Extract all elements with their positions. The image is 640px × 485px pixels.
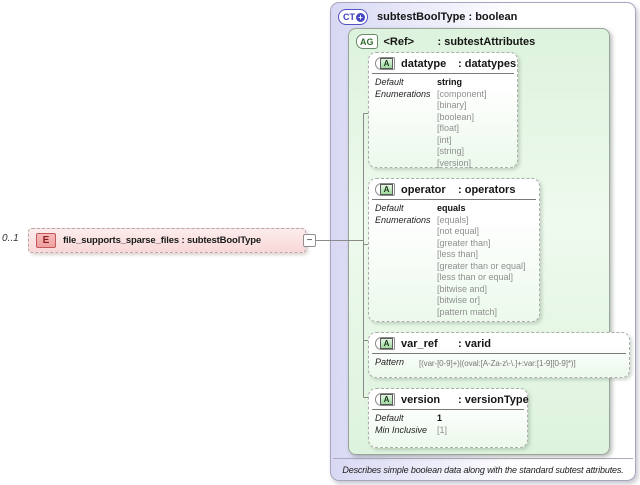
- facet-value: [string]: [437, 146, 465, 156]
- header-divider: [372, 353, 626, 354]
- attribute-node-var-ref[interactable]: A var_ref : varid Pattern [(var-[0-9]+)|(…: [368, 332, 630, 378]
- facet-table: Default string Enumerations [component] [b…: [369, 76, 517, 169]
- facet-row: Min Inclusive [1]: [375, 425, 523, 437]
- facet-value: 1: [437, 413, 443, 423]
- facet-row: [boolean]: [375, 112, 513, 124]
- facet-label: Default: [375, 413, 404, 423]
- attribute-header: A operator : operators: [369, 179, 539, 198]
- facet-row: Default 1: [375, 413, 523, 425]
- attributegroup-name: <Ref>: [383, 35, 415, 48]
- facet-label: Enumerations: [375, 88, 431, 99]
- element-node-file-supports-sparse-files[interactable]: E file_supports_sparse_files : subtestBo…: [28, 228, 306, 253]
- facet-row: [greater than or equal]: [375, 261, 535, 273]
- facet-row: [binary]: [375, 100, 513, 112]
- facet-value: [not equal]: [437, 226, 480, 236]
- facet-row: [less than or equal]: [375, 272, 535, 284]
- facet-label: Default: [375, 203, 404, 213]
- element-label: file_supports_sparse_files : subtestBool…: [63, 235, 262, 246]
- facet-row: Default equals: [375, 203, 535, 215]
- header-divider: [372, 73, 514, 74]
- attribute-name: datatype: [401, 57, 447, 70]
- occurrence-label: 0..1: [2, 233, 19, 244]
- attribute-node-operator[interactable]: A operator : operators Default equals Enu…: [368, 178, 540, 322]
- complextype-title: subtestBoolType : boolean: [377, 11, 518, 23]
- facet-value: [binary]: [437, 100, 467, 110]
- facet-value: [(var-[0-9]+)|(oval:[A-Za-z\-\.]+:var:[1…: [419, 359, 576, 368]
- facet-value: [greater than]: [437, 237, 491, 248]
- facet-table: Default equals Enumerations [equals] [not …: [369, 202, 539, 318]
- facet-value: [pattern match]: [437, 306, 498, 317]
- attribute-header: A var_ref : varid: [369, 333, 629, 352]
- attribute-badge: A: [375, 183, 395, 196]
- collapse-toggle-icon[interactable]: −: [303, 234, 316, 247]
- facet-label: Enumerations: [375, 214, 431, 225]
- attribute-badge-letter: A: [380, 338, 393, 349]
- attribute-name: version: [401, 393, 441, 406]
- facet-row: Enumerations [component]: [375, 89, 513, 101]
- facet-label: Pattern: [375, 357, 405, 367]
- facet-row: Pattern [(var-[0-9]+)|(oval:[A-Za-z\-\.]+…: [375, 357, 625, 370]
- attribute-badge: A: [375, 337, 395, 350]
- facet-row: Default string: [375, 77, 513, 89]
- attribute-node-version[interactable]: A version : versionType Default 1 Min Inc…: [368, 388, 529, 448]
- attributegroup-badge: AG: [356, 34, 378, 49]
- facet-value: [bitwise and]: [437, 283, 488, 294]
- header-divider: [372, 199, 536, 200]
- attribute-badge-letter: A: [380, 184, 393, 195]
- attributegroup-header: AG <Ref> : subtestAttributes: [356, 34, 535, 49]
- facet-value: equals: [437, 203, 466, 213]
- facet-label: Min Inclusive: [375, 424, 428, 435]
- attribute-badge: A: [375, 393, 395, 406]
- complextype-badge-label: CT: [343, 12, 355, 22]
- facet-label: Default: [375, 77, 404, 87]
- facet-value: [float]: [437, 123, 460, 133]
- facet-table: Default 1 Min Inclusive [1]: [369, 412, 527, 436]
- facet-value: [1]: [437, 424, 448, 435]
- facet-value: [equals]: [437, 214, 469, 225]
- attribute-node-datatype[interactable]: A datatype : datatypes Default string Enu…: [368, 52, 518, 168]
- attribute-type: : operators: [458, 183, 516, 196]
- attribute-badge: A: [375, 57, 395, 70]
- facet-value: string: [437, 77, 463, 87]
- attribute-type: : versionType: [458, 393, 529, 406]
- facet-row: [less than]: [375, 249, 535, 261]
- facet-row: Enumerations [equals]: [375, 215, 535, 227]
- facet-value: [version]: [437, 157, 472, 168]
- element-badge: E: [36, 233, 56, 248]
- attribute-badge-letter: A: [380, 394, 393, 405]
- facet-value: [bitwise or]: [437, 295, 481, 305]
- expand-plus-icon: +: [356, 12, 365, 22]
- facet-row: [version]: [375, 158, 513, 170]
- facet-value: [boolean]: [437, 111, 475, 122]
- facet-row: [not equal]: [375, 226, 535, 238]
- header-divider: [372, 409, 524, 410]
- facet-row: [string]: [375, 146, 513, 158]
- attribute-name: operator: [401, 183, 446, 196]
- facet-row: [float]: [375, 123, 513, 135]
- attribute-name: var_ref: [401, 337, 438, 350]
- attribute-type: : datatypes: [458, 57, 517, 70]
- complextype-header: CT + subtestBoolType : boolean: [338, 9, 517, 25]
- attribute-type: : varid: [458, 337, 492, 350]
- complextype-badge: CT +: [338, 9, 368, 25]
- facet-table: Pattern [(var-[0-9]+)|(oval:[A-Za-z\-\.]+…: [369, 356, 629, 370]
- attribute-header: A version : versionType: [369, 389, 529, 408]
- attributegroup-type: : subtestAttributes: [437, 35, 536, 48]
- facet-value: [int]: [437, 134, 452, 145]
- facet-value: [greater than or equal]: [437, 260, 526, 271]
- facet-value: [less than]: [437, 249, 479, 259]
- attribute-header: A datatype : datatypes: [369, 53, 517, 72]
- facet-row: [greater than]: [375, 238, 535, 250]
- attribute-badge-letter: A: [380, 58, 393, 69]
- facet-value: [component]: [437, 88, 487, 99]
- facet-row: [bitwise and]: [375, 284, 535, 296]
- facet-row: [bitwise or]: [375, 295, 535, 307]
- facet-row: [pattern match]: [375, 307, 535, 319]
- annotation-divider: [333, 458, 633, 459]
- facet-row: [int]: [375, 135, 513, 147]
- facet-value: [less than or equal]: [437, 272, 514, 282]
- annotation-text: Describes simple boolean data along with…: [342, 465, 624, 475]
